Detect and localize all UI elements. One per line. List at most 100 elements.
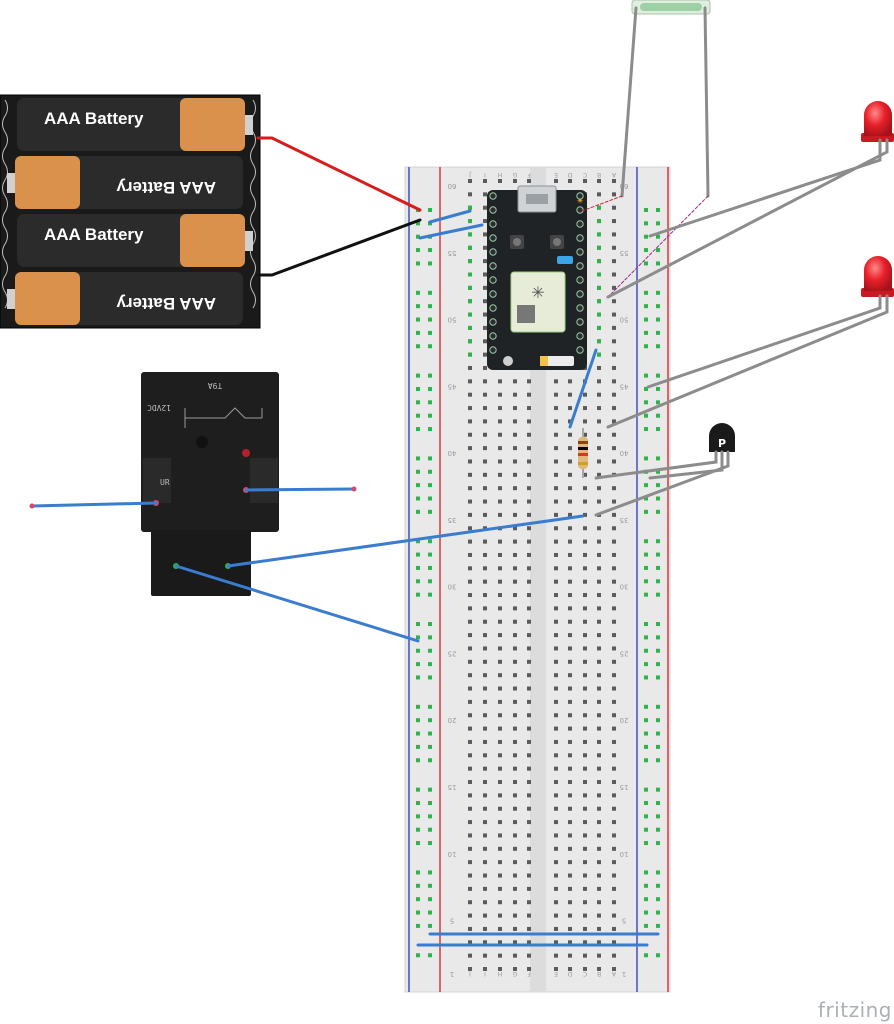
wire-jumper-1[interactable] — [428, 209, 472, 224]
photon-pin[interactable] — [489, 346, 497, 354]
relay-body — [141, 372, 279, 532]
transistor[interactable]: P — [709, 423, 735, 452]
breadboard-hole — [597, 459, 601, 464]
rail-hole — [428, 496, 432, 501]
photon-pin[interactable] — [489, 332, 497, 340]
breadboard-hole — [583, 552, 587, 557]
photon-pin[interactable] — [489, 276, 497, 284]
photon-pin[interactable] — [576, 234, 584, 242]
breadboard-hole — [612, 512, 616, 517]
wire-led-bottom-leg-2[interactable] — [606, 294, 889, 429]
photon-pin[interactable] — [576, 262, 584, 270]
rail-hole — [416, 910, 420, 915]
photon-pin[interactable] — [576, 220, 584, 228]
wire-reed-link-1[interactable] — [581, 195, 623, 212]
photon-pin[interactable] — [576, 318, 584, 326]
rail-hole — [428, 883, 432, 888]
wire-led-top-leg-2[interactable] — [606, 138, 889, 299]
breadboard-hole — [483, 232, 487, 237]
breadboard-hole — [554, 593, 558, 598]
photon-pin[interactable] — [489, 318, 497, 326]
breadboard-hole — [498, 926, 502, 931]
breadboard-hole — [612, 967, 616, 971]
photon-pin[interactable] — [576, 248, 584, 256]
photon-pin[interactable] — [489, 304, 497, 312]
wire-battery-negative[interactable] — [256, 218, 422, 277]
breadboard-hole — [483, 539, 487, 544]
photon-pin[interactable] — [576, 332, 584, 340]
wire-photon-resistor[interactable] — [568, 348, 598, 429]
wire-relay-coil-right[interactable] — [244, 487, 356, 492]
breadboard-hole — [583, 579, 587, 584]
photon-pin[interactable] — [576, 304, 584, 312]
photon-pin[interactable] — [489, 248, 497, 256]
breadboard-hole — [513, 699, 517, 704]
breadboard-hole-connected — [597, 352, 601, 357]
rail-hole — [416, 290, 420, 295]
breadboard-hole — [498, 739, 502, 744]
photon-pin[interactable] — [576, 192, 584, 200]
photon-board[interactable]: ✳ ✴ — [487, 185, 587, 370]
rail-hole — [656, 221, 660, 226]
battery-cell-4: AAA Battery — [7, 272, 243, 325]
breadboard-hole — [513, 673, 517, 678]
photon-pin[interactable] — [489, 262, 497, 270]
breadboard-hole — [583, 646, 587, 651]
photon-pin[interactable] — [576, 290, 584, 298]
photon-pin[interactable] — [489, 206, 497, 214]
breadboard-hole — [583, 873, 587, 878]
relay-base — [151, 530, 251, 596]
breadboard-hole — [597, 419, 601, 424]
wire-battery-positive[interactable] — [256, 136, 422, 212]
breadboard-hole — [527, 900, 531, 905]
breadboard-hole — [483, 179, 487, 183]
photon-pin[interactable] — [576, 206, 584, 214]
wire-jumper-2[interactable] — [418, 223, 484, 240]
wire-relay-coil-left[interactable] — [30, 501, 158, 508]
breadboard-hole — [513, 379, 517, 384]
breadboard-hole — [554, 793, 558, 798]
wire-led-bottom-leg-1[interactable] — [646, 294, 882, 389]
breadboard-hole — [498, 673, 502, 678]
led-bottom[interactable] — [861, 256, 894, 297]
rail-hole — [428, 622, 432, 627]
rail-hole — [428, 317, 432, 322]
breadboard-hole — [498, 833, 502, 838]
breadboard-hole — [612, 913, 616, 918]
rail-hole — [416, 304, 420, 309]
resistor[interactable] — [578, 428, 588, 478]
breadboard-hole — [597, 365, 601, 370]
rail-hole — [656, 330, 660, 335]
breadboard-hole — [513, 419, 517, 424]
breadboard-hole — [583, 940, 587, 945]
breadboard-hole — [568, 499, 572, 504]
photon-pin[interactable] — [576, 346, 584, 354]
breadboard-hole — [468, 926, 472, 931]
photon-pin[interactable] — [576, 276, 584, 284]
column-letter-label: G — [512, 171, 517, 178]
led-top[interactable] — [861, 101, 894, 142]
photon-pin[interactable] — [489, 220, 497, 228]
wire-reed-right[interactable] — [703, 6, 710, 198]
wire-relay-com[interactable] — [174, 564, 420, 643]
setup-button-cap — [513, 238, 521, 246]
rail-hole — [428, 469, 432, 474]
wire-transistor-leg-1[interactable] — [594, 450, 718, 480]
wire-reed-left[interactable] — [620, 6, 638, 198]
photon-pin[interactable] — [489, 192, 497, 200]
photon-pin[interactable] — [489, 234, 497, 242]
breadboard-hole — [597, 539, 601, 544]
photon-pin[interactable] — [489, 290, 497, 298]
rail-hole — [416, 758, 420, 763]
reed-switch[interactable] — [631, 0, 711, 15]
wire-relay-no[interactable] — [226, 514, 585, 568]
wire-transistor-leg-2[interactable] — [648, 450, 724, 480]
wire-reed-link-2[interactable] — [607, 195, 709, 298]
breadboard-hole — [483, 219, 487, 224]
row-number-label: 55 — [620, 249, 629, 257]
wire-transistor-leg-3[interactable] — [594, 450, 730, 517]
battery-pack[interactable]: AAA Battery AAA Battery AAA Battery AAA … — [0, 94, 261, 329]
breadboard-hole — [527, 539, 531, 544]
wire-led-top-leg-1[interactable] — [648, 138, 882, 238]
breadboard-hole — [483, 940, 487, 945]
